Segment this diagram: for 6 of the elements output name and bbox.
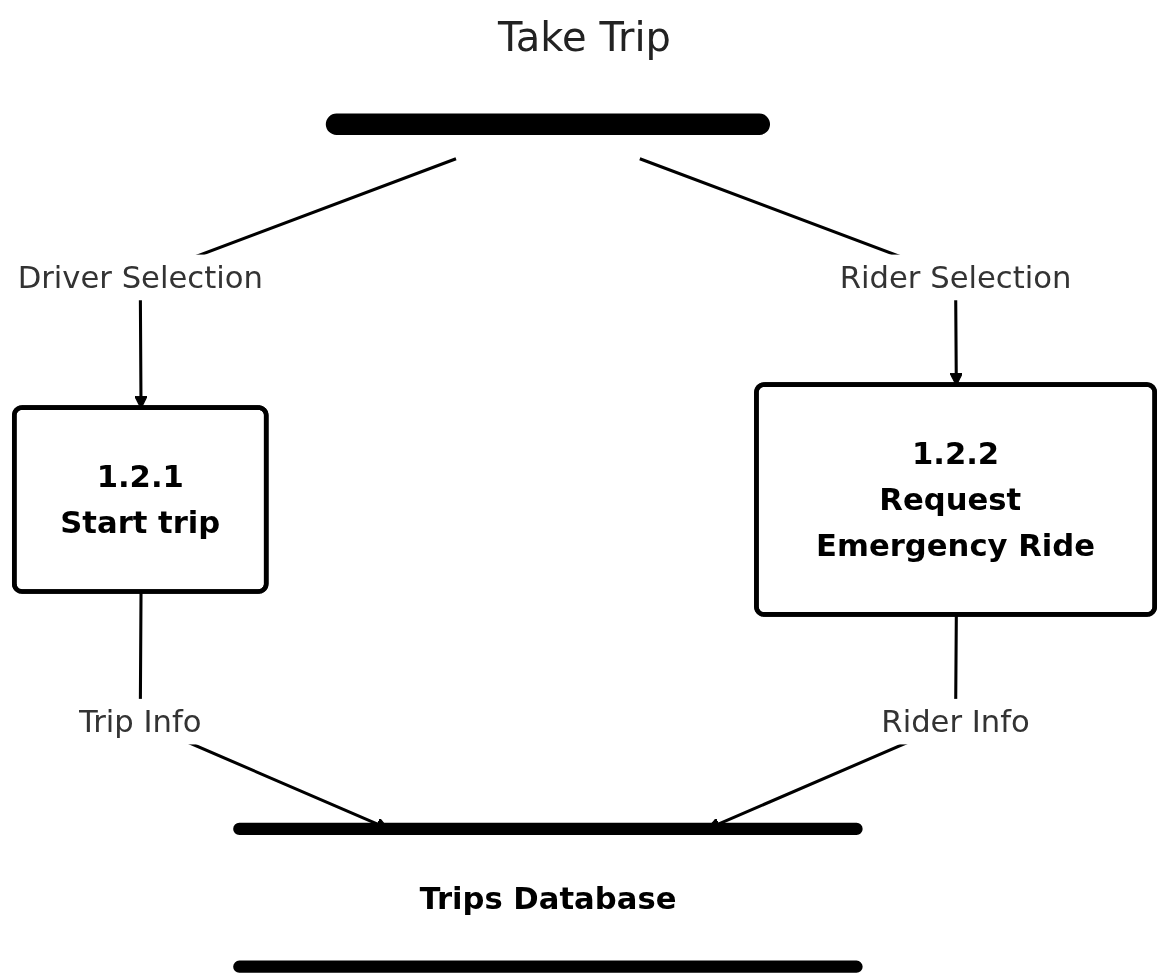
- edge-label: Trip Info: [79, 703, 202, 741]
- node-bar: [325, 113, 771, 135]
- edge-label: Rider Selection: [839, 259, 1072, 296]
- edge-label: Rider Info: [881, 703, 1030, 741]
- diagram-title: Take Trip: [498, 14, 671, 60]
- edge-label: Driver Selection: [17, 259, 263, 296]
